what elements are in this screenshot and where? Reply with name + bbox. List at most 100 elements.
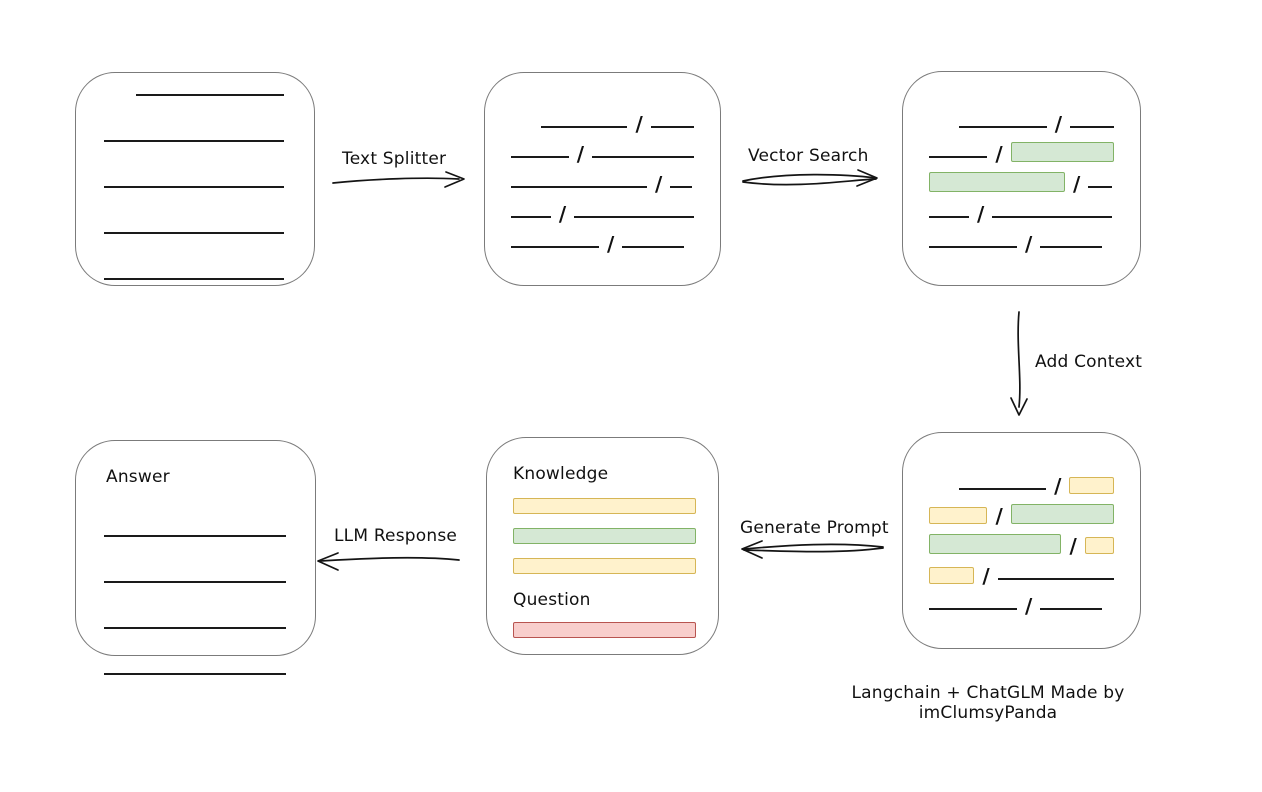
text-line	[929, 245, 1017, 248]
chunk-row	[104, 124, 286, 142]
yellow-bar	[513, 558, 696, 574]
chunk-row	[104, 216, 286, 234]
chunk-rows: / / / / /	[485, 73, 720, 285]
slash-separator: /	[1054, 473, 1062, 498]
arrow-head	[444, 171, 465, 188]
question-bars	[513, 622, 696, 638]
text-line	[541, 126, 628, 128]
text-line	[1070, 125, 1114, 128]
llm-response-arrow	[317, 552, 460, 571]
text-line	[670, 186, 693, 188]
text-line	[511, 186, 647, 188]
slash-separator: /	[977, 201, 985, 226]
slash-separator: /	[1054, 111, 1063, 136]
knowledge-label: Knowledge	[513, 464, 609, 484]
chunk-row: /	[511, 140, 694, 166]
arrow-line	[319, 556, 460, 562]
generate-prompt-label: Generate Prompt	[740, 518, 889, 538]
slash-separator: /	[558, 202, 567, 226]
slash-separator: /	[576, 142, 585, 166]
chunk-row	[104, 565, 287, 583]
chunk-row	[104, 611, 287, 629]
chunk-row: /	[511, 170, 694, 196]
vector-matched-chunks-box: / / / / /	[902, 71, 1141, 286]
text-line	[1040, 245, 1103, 248]
text-line	[992, 215, 1113, 218]
context-chunks-box: / / / / /	[902, 432, 1141, 649]
slash-separator: /	[1073, 171, 1081, 196]
yellow-bar	[513, 498, 696, 514]
text-line	[929, 607, 1017, 610]
slash-separator: /	[1069, 533, 1077, 558]
answer-label: Answer	[106, 467, 170, 487]
text-line	[104, 535, 286, 537]
green-highlight-chip	[929, 533, 1062, 554]
text-line	[511, 156, 569, 158]
text-line	[104, 186, 284, 188]
arrow-line	[743, 547, 884, 553]
green-highlight-chip	[929, 171, 1065, 192]
knowledge-bars	[513, 498, 696, 574]
slash-separator: /	[982, 563, 990, 588]
chunk-row: /	[541, 110, 694, 134]
arrow-head	[741, 540, 763, 559]
chunk-row: /	[929, 200, 1114, 226]
text-line	[1040, 607, 1103, 610]
text-line	[104, 232, 284, 234]
slash-separator: /	[1025, 231, 1033, 256]
chunk-row: /	[929, 502, 1114, 528]
chunk-row: /	[959, 110, 1114, 136]
arrow-head	[317, 552, 339, 571]
chunk-row	[136, 78, 286, 96]
green-bar	[513, 528, 696, 544]
text-splitter-arrow	[332, 171, 465, 188]
text-line	[511, 216, 551, 218]
text-line	[104, 627, 286, 629]
slash-separator: /	[995, 141, 1003, 166]
yellow-highlight-chip	[929, 506, 988, 524]
arrow-line	[332, 177, 460, 184]
yellow-highlight-chip	[1069, 476, 1114, 494]
text-line	[136, 94, 284, 96]
arrow-line	[743, 543, 884, 550]
generate-prompt-arrow	[741, 540, 884, 559]
chunk-row: /	[511, 230, 694, 256]
text-line	[104, 673, 286, 675]
slash-separator: /	[1025, 593, 1033, 618]
vector-search-arrow	[742, 169, 878, 187]
chunk-rows: / / / / /	[903, 433, 1140, 648]
green-highlight-chip	[1010, 141, 1114, 162]
slash-separator: /	[607, 232, 615, 256]
add-context-arrow	[1010, 311, 1028, 416]
question-label: Question	[513, 590, 591, 610]
text-line	[650, 126, 694, 128]
answer-lines	[76, 487, 315, 675]
split-chunks-box: / / / / /	[484, 72, 721, 286]
arrow-head	[1010, 397, 1028, 416]
yellow-highlight-chip	[929, 566, 975, 584]
chunk-row: /	[929, 562, 1114, 588]
text-line	[511, 246, 599, 248]
text-line	[959, 125, 1047, 128]
source-document-box	[75, 72, 315, 286]
text-line	[997, 577, 1114, 580]
document-lines	[76, 73, 314, 285]
chunk-row: /	[511, 200, 694, 226]
text-line	[959, 487, 1047, 490]
chunk-rows: / / / / /	[903, 72, 1140, 285]
chunk-row	[104, 262, 286, 280]
arrow-line	[1017, 311, 1021, 408]
slash-separator: /	[995, 503, 1003, 528]
text-line	[104, 581, 286, 583]
slash-separator: /	[655, 172, 663, 196]
answer-box: Answer	[75, 440, 316, 675]
text-line	[574, 216, 694, 218]
arrow-head	[856, 169, 878, 187]
add-context-label: Add Context	[1035, 352, 1143, 372]
arrow-line	[742, 173, 877, 182]
text-line	[104, 140, 284, 142]
text-splitter-label: Text Splitter	[342, 149, 447, 169]
yellow-highlight-chip	[1084, 536, 1114, 554]
chunk-row	[104, 170, 286, 188]
